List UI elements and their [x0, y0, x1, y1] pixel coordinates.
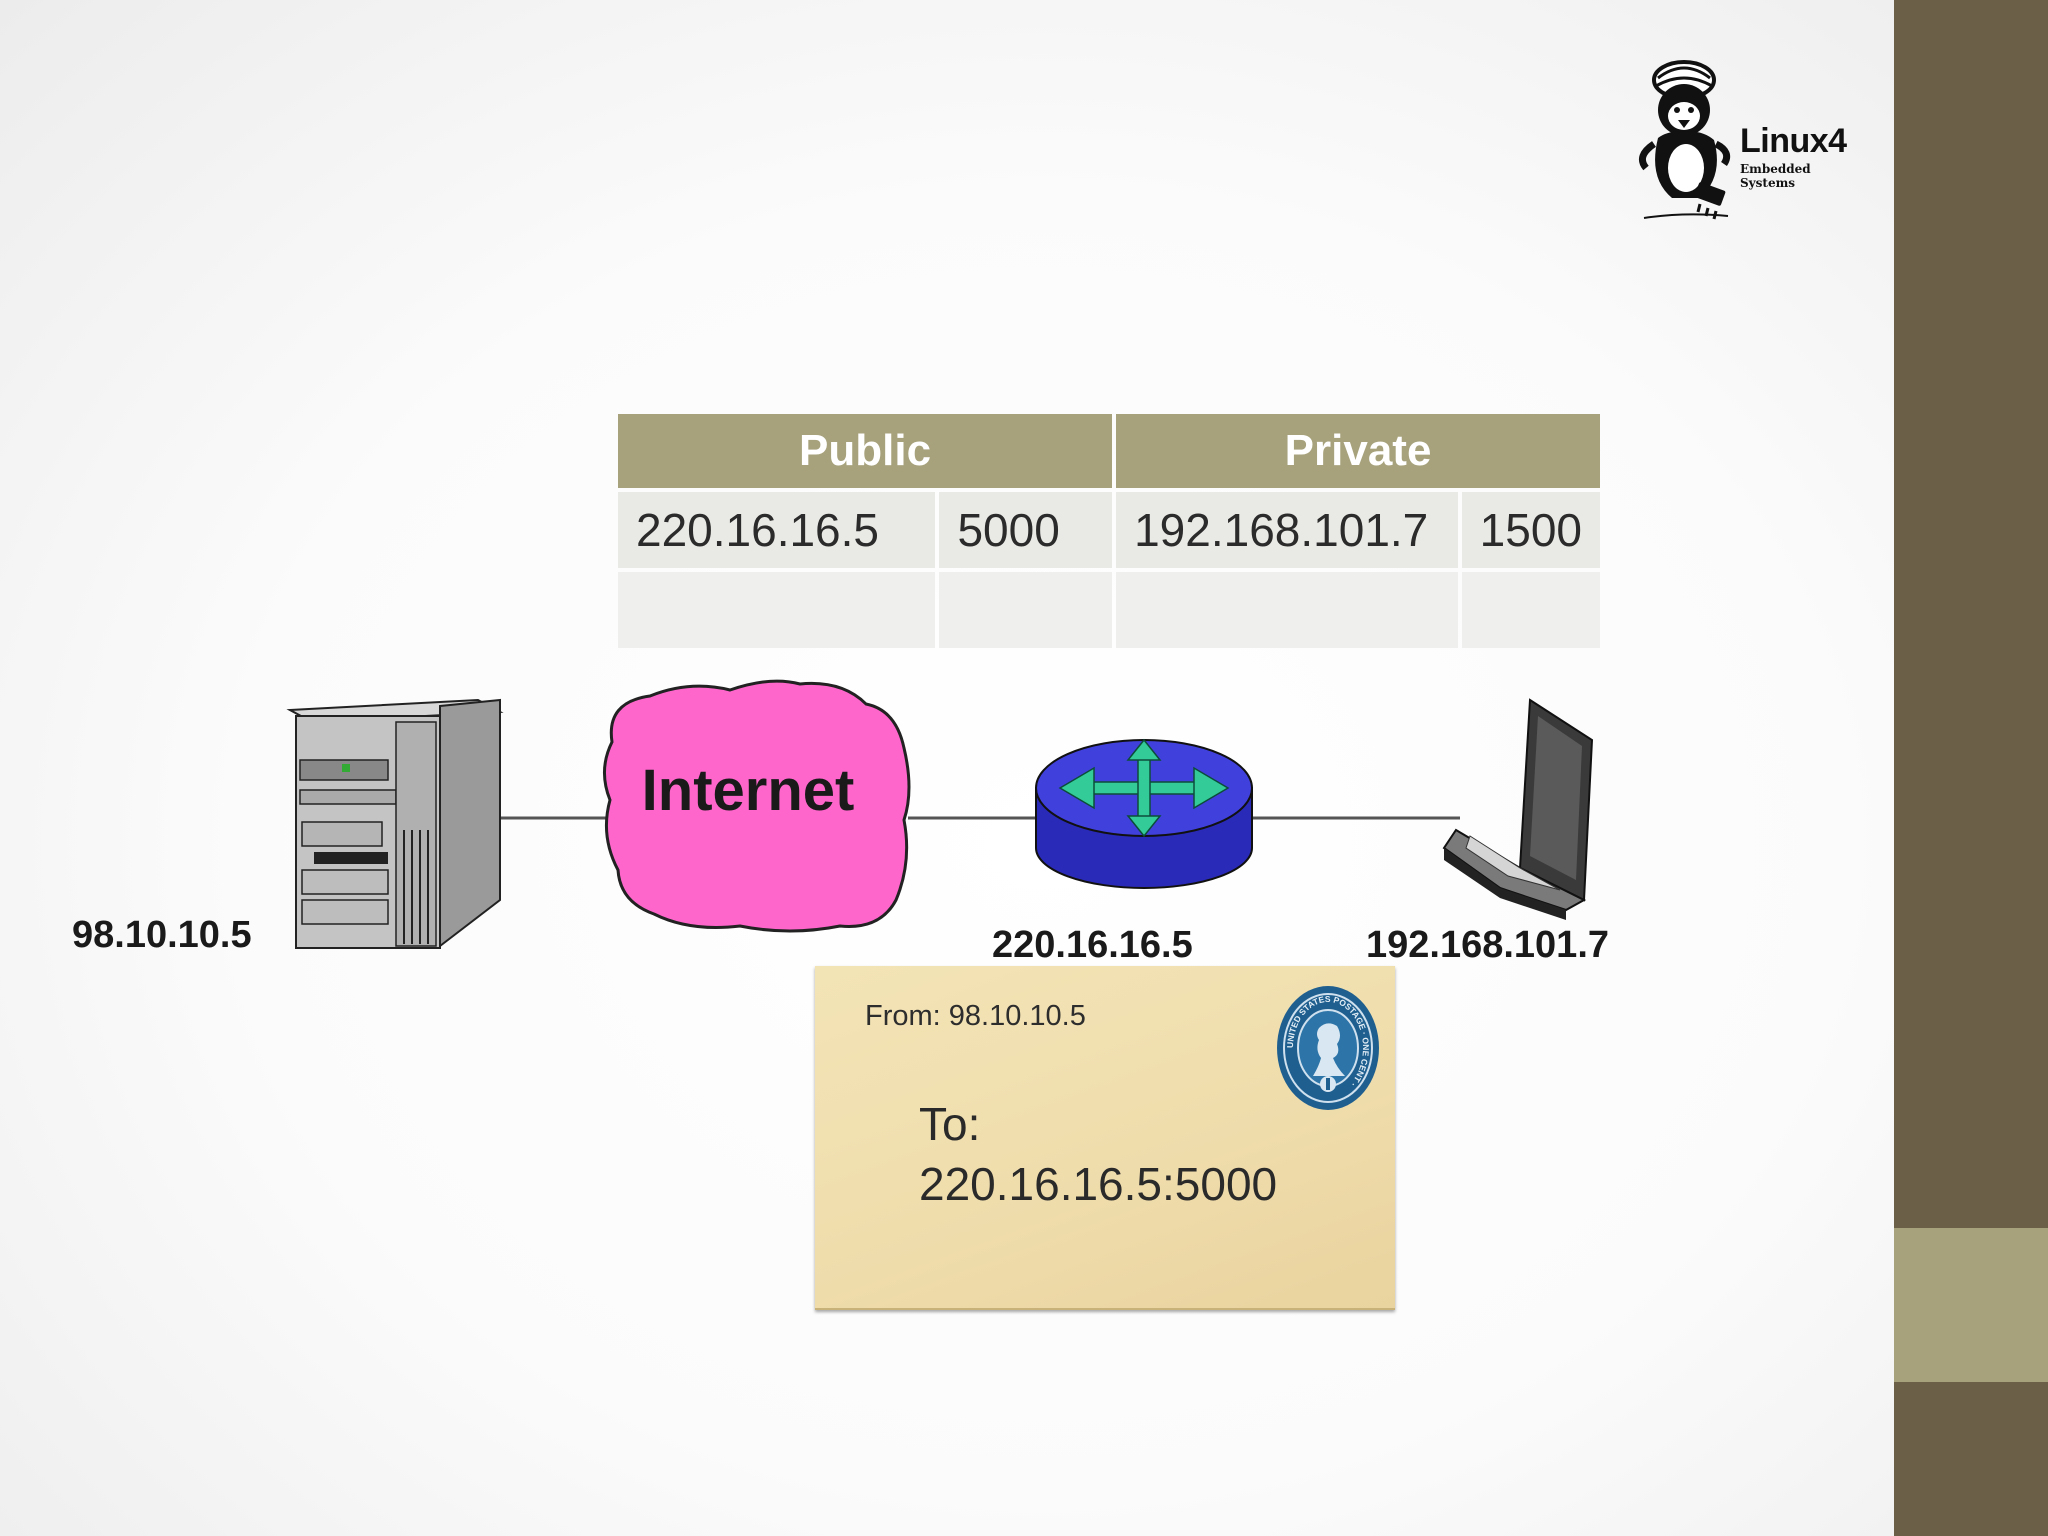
postage-stamp-icon: UNITED STATES POSTAGE · ONE CENT · — [1277, 986, 1379, 1110]
logo-name: Linux4 — [1740, 122, 1847, 160]
packet-envelope: From: 98.10.10.5 To: 220.16.16.5:5000 UN… — [815, 966, 1395, 1310]
header-public: Public — [618, 414, 1113, 488]
laptop-icon — [1442, 698, 1594, 920]
sidebar-accent-block — [1894, 1228, 2048, 1382]
table-row: 220.16.16.5 5000 192.168.101.7 1500 — [618, 492, 1600, 568]
table-row — [618, 572, 1600, 648]
private-ip-cell — [1116, 572, 1458, 648]
logo-tagline: Embedded Systems — [1740, 162, 1811, 190]
public-ip-cell — [618, 572, 936, 648]
router-ip-label: 220.16.16.5 — [992, 924, 1193, 966]
envelope-from: From: 98.10.10.5 — [865, 1000, 1086, 1032]
envelope-to-label: To: — [919, 1098, 981, 1150]
envelope-to: To: 220.16.16.5:5000 — [919, 1094, 1277, 1214]
internet-label: Internet — [642, 758, 855, 823]
nat-table: Public Private 220.16.16.5 5000 192.168.… — [614, 410, 1604, 652]
internet-cloud-icon: Internet — [603, 679, 911, 933]
penguin-icon — [1638, 60, 1731, 220]
public-port-cell — [939, 572, 1113, 648]
linux4-logo: Linux4 Embedded Systems — [1628, 48, 1868, 224]
envelope-to-address: 220.16.16.5:5000 — [919, 1158, 1278, 1210]
public-ip-cell: 220.16.16.5 — [618, 492, 936, 568]
private-ip-cell: 192.168.101.7 — [1116, 492, 1458, 568]
server-ip-label: 98.10.10.5 — [72, 914, 252, 956]
public-port-cell: 5000 — [939, 492, 1113, 568]
laptop-ip-label: 192.168.101.7 — [1366, 924, 1610, 966]
router-icon — [1035, 738, 1253, 889]
header-private: Private — [1116, 414, 1600, 488]
network-diagram: Internet — [286, 679, 1594, 949]
private-port-cell: 1500 — [1461, 492, 1600, 568]
server-icon — [286, 698, 504, 949]
nat-table-header-row: Public Private — [618, 414, 1600, 488]
router-arrows-icon — [1058, 738, 1230, 838]
private-port-cell — [1461, 572, 1600, 648]
